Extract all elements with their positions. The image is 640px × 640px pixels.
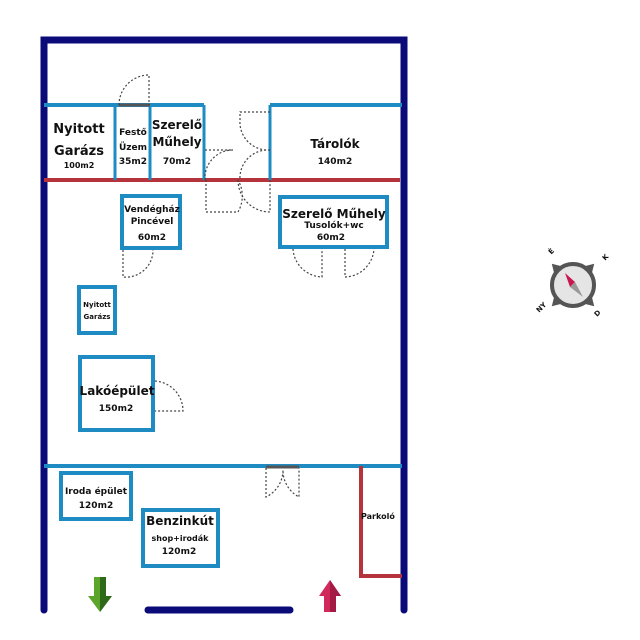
label: Garázs	[54, 144, 104, 159]
building-iroda	[59, 471, 133, 521]
compass-south: D	[593, 309, 603, 319]
label: Iroda épület	[65, 486, 128, 497]
label: Tárolók	[310, 137, 360, 151]
label: Szerelő Műhely	[282, 207, 386, 221]
building-szerelo-muhely-2	[278, 195, 389, 249]
area-label: 120m2	[162, 547, 196, 557]
door-swing	[205, 179, 243, 213]
label: Tusolók+wc	[304, 220, 364, 231]
parking-boundary	[359, 466, 402, 578]
door-swing	[237, 179, 271, 213]
area-label: 70m2	[163, 157, 191, 167]
door-swing	[122, 249, 154, 278]
label: Műhely	[152, 135, 201, 149]
door-swing	[265, 468, 300, 498]
building-vendeghaz	[120, 194, 182, 250]
door-swing	[292, 248, 323, 278]
building-lakoepulet	[78, 355, 155, 432]
exit-arrow-icon	[88, 577, 112, 612]
label: shop+irodák	[151, 534, 209, 543]
label: Üzem	[119, 142, 147, 153]
door-swing	[344, 248, 375, 278]
building-benzinkut	[141, 508, 220, 568]
area-label: 60m2	[317, 233, 345, 243]
label: Festő	[119, 128, 147, 138]
area-label: 60m2	[138, 233, 166, 243]
entry-arrow-icon	[319, 580, 341, 612]
label: Nyitott	[53, 122, 104, 137]
area-label: 120m2	[79, 501, 113, 511]
compass-icon: É K D NY	[535, 246, 611, 319]
label: Benzinkút	[146, 514, 214, 528]
label: Vendégház	[124, 204, 180, 215]
label: Szerelő	[152, 118, 202, 132]
compass-north: É	[546, 246, 556, 256]
area-label: 150m2	[99, 404, 133, 414]
label: Nyitott	[83, 301, 111, 309]
door-swing	[118, 74, 150, 106]
door-swing	[154, 380, 184, 412]
compass-east: K	[601, 252, 611, 262]
building-nyitott-garazs-2	[77, 285, 117, 335]
label: Pincével	[131, 216, 174, 227]
door-swing	[204, 149, 234, 181]
door-swing	[239, 111, 271, 151]
compass-west: NY	[535, 300, 549, 314]
area-label: 100m2	[64, 161, 95, 170]
label: Garázs	[84, 313, 111, 321]
outer-wall	[40, 36, 408, 614]
label: Lakóépület	[80, 384, 155, 398]
label: Parkoló	[361, 511, 395, 521]
area-label: 35m2	[119, 157, 147, 167]
area-label: 140m2	[318, 157, 352, 167]
door-swing	[239, 149, 271, 181]
